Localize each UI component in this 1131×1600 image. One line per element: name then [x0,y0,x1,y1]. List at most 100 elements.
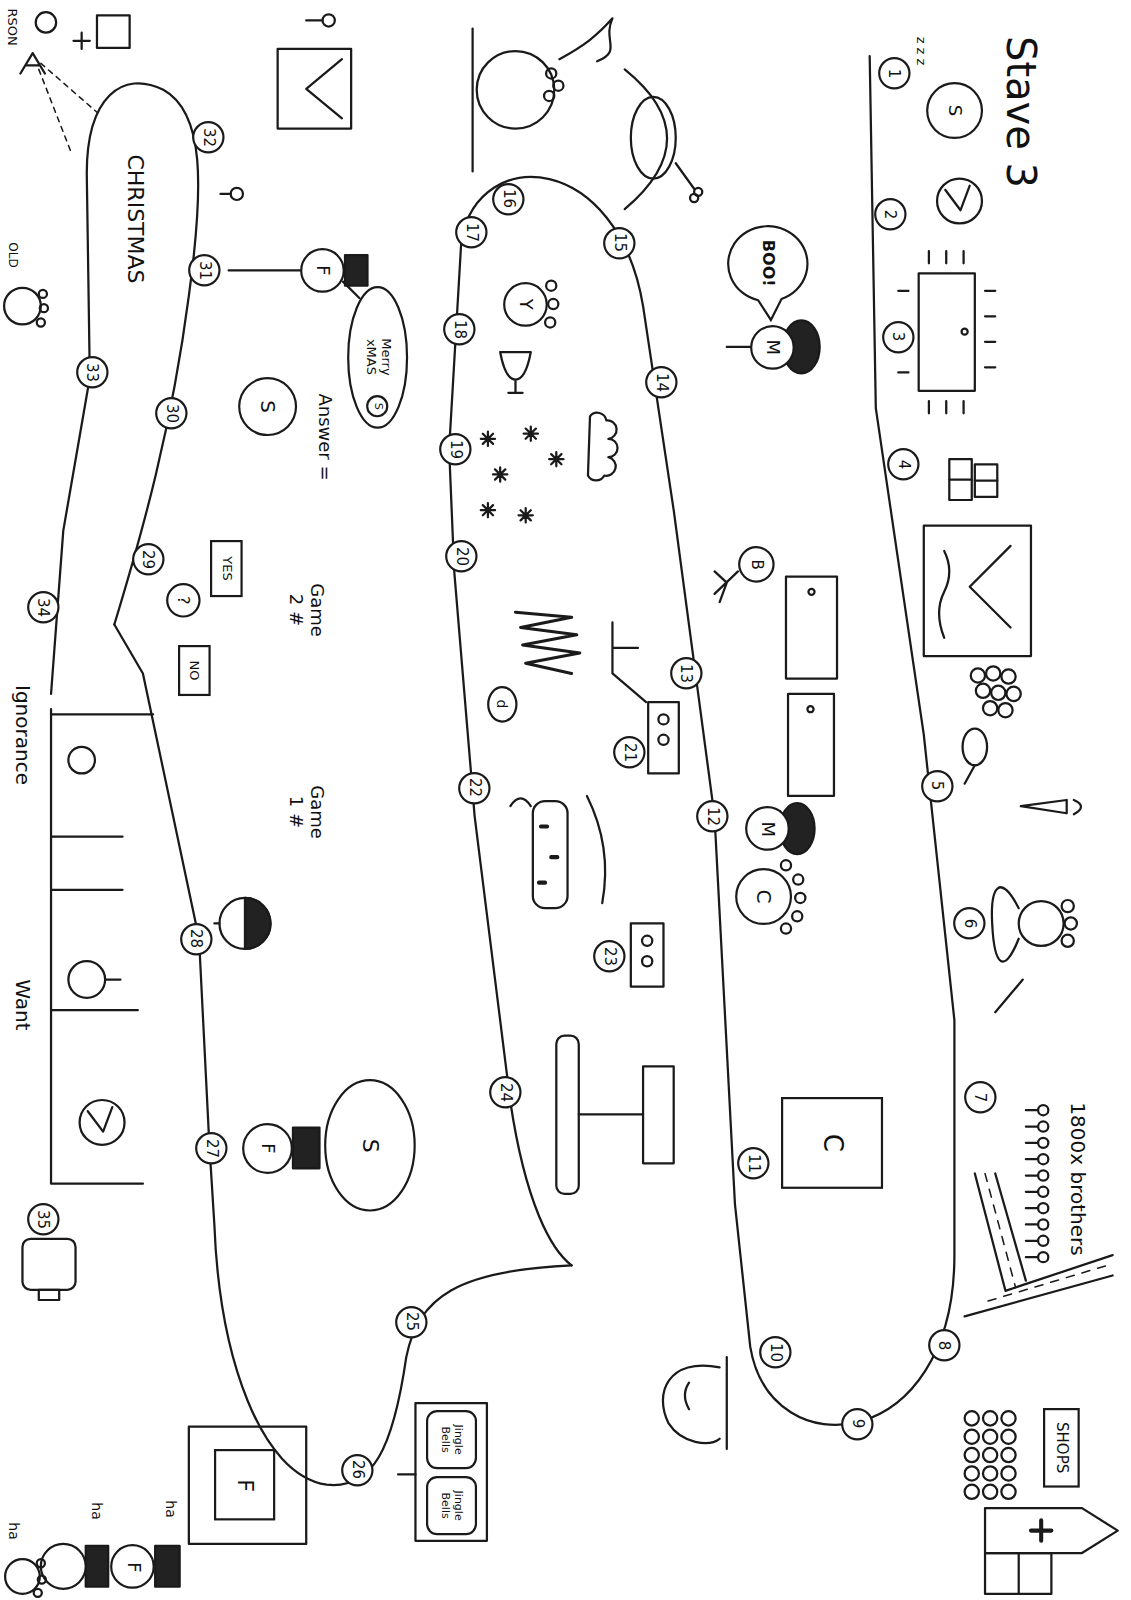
step-number-text: 26 [349,1460,366,1479]
house [658,735,668,745]
church [985,1553,1051,1594]
shops-sign: SHOPS [1043,1408,1080,1488]
tree [612,622,646,702]
step-number-border [460,773,490,803]
step-number-text: 8 [936,1341,953,1351]
step-number-text: 1 [886,69,903,79]
face [37,318,45,326]
step-number-border [456,218,486,248]
face [4,288,41,325]
pudding-platter [559,18,612,61]
laugh-label-text: ha [6,1522,22,1539]
step-number-border [955,909,985,939]
step-number-border [28,592,58,622]
track-outline [51,83,198,694]
step-number-text: 11 [745,1154,762,1173]
step-number-text: 23 [601,947,618,966]
speech-bubble-text: S [357,1138,382,1152]
speech-bubble: S [324,1079,416,1212]
step-number-border [965,1082,995,1112]
ghost-of-christmas-present [1065,917,1077,929]
pudding-plate [663,1357,727,1449]
step-number: 24 [489,1076,522,1109]
step-number-border [761,1337,791,1367]
fruit [971,666,1021,717]
speech-bubble: Merry xMASS [347,286,408,429]
step-number: 20 [445,540,478,573]
hat [155,1546,179,1587]
curly-hair [546,281,556,291]
child-label: Want [11,980,34,1031]
pudding-platter [553,81,563,91]
shop-crowd [965,1411,1016,1499]
face-border [739,547,773,581]
answer-box: YES [210,540,243,597]
face: M [750,325,795,370]
step-number: 6 [953,907,986,940]
road [965,1173,1113,1316]
child-figure [105,978,120,980]
note-label-text: RSON [6,8,21,45]
step-number-text: 29 [139,550,156,569]
fezziwig-box [189,1427,306,1544]
glowing-door [962,329,968,335]
fruit [971,668,985,682]
song-bubble-border [427,1411,476,1468]
figure-border [488,687,516,721]
turkey-dish [690,194,698,202]
pudding-platter [471,29,473,172]
house [642,936,652,946]
step-number-border [883,322,913,352]
step-number-border [594,941,624,971]
small-props [97,15,130,48]
curly-hair [792,911,802,921]
goblet [500,352,531,393]
small-props [39,63,97,153]
lighthouse [539,827,557,883]
answer-box-text: YES [219,556,234,580]
painting: C [781,1097,883,1189]
ship [556,1036,578,1194]
face-text: Y [515,299,536,310]
step-number-text: 7 [971,1093,988,1103]
step-number: 30 [155,397,188,430]
bottle [22,1239,75,1300]
step-number-text: 12 [704,807,721,826]
face: F [110,1544,155,1589]
brother-figures [1026,1105,1048,1262]
picture-frame [278,49,351,129]
step-number: 3 [882,321,915,354]
step-number-text: 5 [928,781,945,791]
sleeping-face-text: S [944,105,965,116]
small-props [306,19,322,21]
step-number: 22 [458,772,491,805]
curly-hair [545,317,555,327]
clock [80,1100,125,1145]
face-text: M [762,339,783,355]
face: C [735,868,792,925]
laugh-label: ha [6,1522,22,1539]
face [34,1589,42,1597]
step-number-border [440,434,470,464]
brother-figures [1026,1105,1048,1262]
figure-text: d [494,700,510,709]
step-number: 35 [27,1203,60,1236]
track-outline [114,624,571,1485]
child-figure [68,747,120,998]
step-number-text: 20 [453,547,470,566]
small-props [323,14,335,26]
goose [963,729,987,766]
speech-bubble: BOO! [727,225,809,303]
jingle-box [415,1403,486,1541]
turkey-dish [676,163,694,189]
curly-hair [795,893,805,903]
curly-hair [793,874,803,884]
ghost-of-christmas-present [1062,900,1074,912]
step-number-border [490,1077,520,1107]
fruit [976,684,990,698]
child-figure [68,961,105,998]
pudding-platter [473,18,613,171]
step-number-border [133,544,163,574]
house [642,956,652,966]
step-number-border [77,357,107,387]
